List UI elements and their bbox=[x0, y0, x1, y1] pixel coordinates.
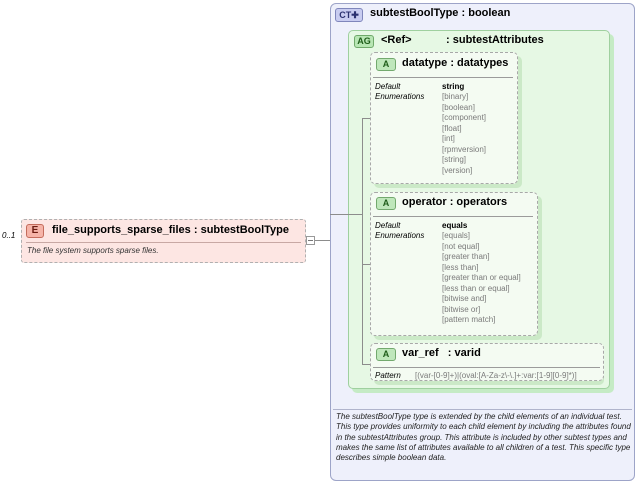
complex-type-name: subtestBoolType bbox=[370, 7, 459, 19]
enumeration-item: [string] bbox=[442, 155, 467, 164]
attribute-var-ref-title: var_ref : varid bbox=[402, 347, 481, 359]
default-value: equals bbox=[442, 221, 468, 230]
element-badge: E bbox=[26, 224, 44, 238]
separator: : bbox=[447, 347, 452, 359]
attribute-group-name: : subtestAttributes bbox=[446, 34, 544, 46]
enumeration-item: [int] bbox=[442, 134, 455, 143]
tree-branch-operator bbox=[362, 264, 372, 265]
pattern-value: [(var-[0-9]+)|(oval:[A-Za-z\-\.]+:var:[1… bbox=[415, 371, 577, 380]
tree-branch-datatype bbox=[362, 118, 372, 119]
element-type: subtestBoolType bbox=[200, 224, 290, 236]
separator: : bbox=[193, 224, 198, 236]
attribute-operator-title: operator : operators bbox=[402, 196, 508, 208]
element-box[interactable]: E file_supports_sparse_files : subtestBo… bbox=[21, 219, 306, 263]
connector-line bbox=[330, 214, 348, 215]
complex-type-documentation: The subtestBoolType type is extended by … bbox=[336, 412, 631, 463]
complex-type-base: boolean bbox=[468, 7, 511, 19]
enumeration-item: [version] bbox=[442, 165, 473, 175]
complex-type-badge: CT✚ bbox=[335, 8, 363, 22]
attribute-datatype-title: datatype : datatypes bbox=[402, 57, 509, 69]
element-documentation: The file system supports sparse files. bbox=[27, 246, 159, 255]
separator: : bbox=[461, 7, 466, 19]
connector-line bbox=[315, 240, 330, 241]
enumeration-item: [equals] bbox=[442, 231, 471, 240]
attribute-divider bbox=[373, 216, 533, 217]
attribute-divider bbox=[373, 77, 513, 78]
multiplicity-label: 0..1 bbox=[2, 231, 16, 240]
enumeration-item: [bitwise or] bbox=[442, 304, 481, 314]
complex-type-divider bbox=[333, 409, 632, 410]
enumeration-item: [bitwise and] bbox=[442, 294, 487, 303]
enumeration-item: [float] bbox=[442, 123, 462, 133]
enumeration-item: [greater than] bbox=[442, 252, 490, 261]
enumeration-item: [boolean] bbox=[442, 102, 475, 112]
separator: : bbox=[446, 34, 450, 46]
collapse-toggle-icon[interactable] bbox=[306, 236, 315, 245]
separator: : bbox=[449, 196, 454, 208]
separator: : bbox=[450, 57, 454, 69]
attribute-datatype-box[interactable] bbox=[370, 52, 518, 184]
tree-vertical-line bbox=[362, 118, 363, 364]
tree-stem-line bbox=[348, 214, 362, 215]
attribute-badge: A bbox=[376, 197, 396, 210]
default-value: string bbox=[442, 82, 465, 91]
complex-type-title: subtestBoolType : boolean bbox=[370, 7, 510, 19]
enumeration-item: [pattern match] bbox=[442, 315, 496, 324]
attribute-badge: A bbox=[376, 348, 396, 361]
enumeration-item: [component] bbox=[442, 113, 487, 122]
attribute-group-badge: AG bbox=[354, 35, 374, 48]
default-label: Default bbox=[375, 82, 401, 91]
enumeration-item: [less than] bbox=[442, 262, 479, 272]
attribute-var-ref-box[interactable] bbox=[370, 343, 604, 381]
element-name: file_supports_sparse_files bbox=[52, 224, 191, 236]
enumeration-list: [equals] [not equal] [greater than] [les… bbox=[442, 231, 521, 326]
attribute-badge: A bbox=[376, 58, 396, 71]
enumeration-item: [less than or equal] bbox=[442, 283, 510, 293]
attribute-divider bbox=[373, 367, 600, 368]
enumeration-item: [greater than or equal] bbox=[442, 273, 521, 282]
enumeration-item: [rpmversion] bbox=[442, 144, 487, 154]
default-label: Default bbox=[375, 221, 401, 230]
enumerations-label: Enumerations bbox=[375, 231, 425, 240]
enumeration-item: [not equal] bbox=[442, 241, 480, 251]
attribute-group-ref-label: <Ref> bbox=[381, 34, 412, 46]
enumeration-list: [binary] [boolean] [component] [float] [… bbox=[442, 92, 486, 176]
enumerations-label: Enumerations bbox=[375, 92, 425, 101]
element-divider bbox=[26, 242, 301, 243]
tree-branch-var-ref bbox=[362, 364, 372, 365]
element-title: file_supports_sparse_files : subtestBool… bbox=[52, 224, 289, 236]
pattern-label: Pattern bbox=[375, 371, 401, 380]
enumeration-item: [binary] bbox=[442, 92, 469, 101]
